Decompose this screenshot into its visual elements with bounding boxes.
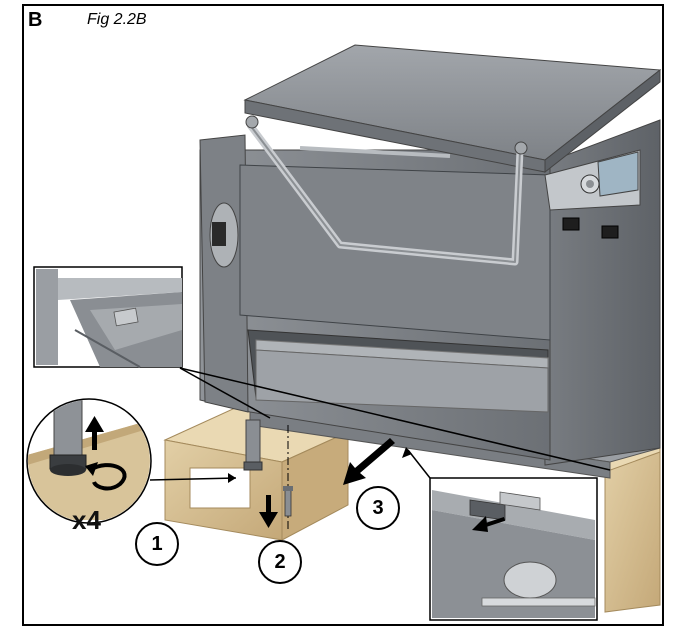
step-callout-2: 2 bbox=[258, 540, 302, 584]
control-panel bbox=[544, 149, 641, 211]
arrow-up-icon bbox=[85, 416, 104, 450]
step-callout-1: 1 bbox=[135, 522, 179, 566]
detail-inset-slide bbox=[429, 477, 598, 621]
socket bbox=[601, 225, 619, 239]
adjustable-leg bbox=[245, 419, 261, 469]
arrow-down-icon bbox=[259, 495, 278, 528]
leader-lines bbox=[149, 367, 611, 481]
tilting-kettle bbox=[199, 44, 662, 466]
figure-label: Fig 2.2B bbox=[87, 11, 147, 28]
arrow-left-icon bbox=[472, 516, 506, 532]
step-callout-3: 3 bbox=[356, 486, 400, 530]
rotate-icon bbox=[85, 462, 127, 491]
multiplier-label: x4 bbox=[72, 505, 101, 535]
detail-leg-adjust bbox=[26, 398, 152, 524]
screw bbox=[283, 486, 293, 517]
socket bbox=[562, 217, 580, 231]
panel-letter: B bbox=[28, 9, 43, 31]
arrow-pull-out-icon bbox=[343, 438, 395, 485]
detail-inset-rail bbox=[33, 266, 183, 368]
